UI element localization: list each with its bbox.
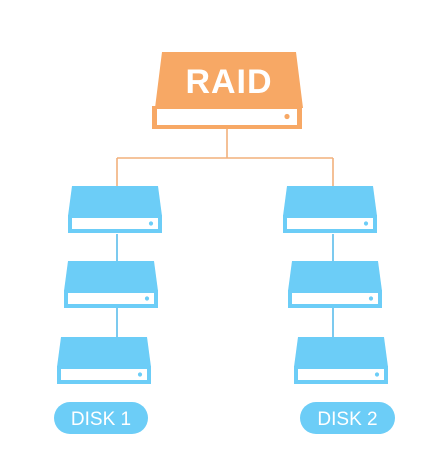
raid-icon-body bbox=[155, 52, 303, 108]
disk-label-pill: DISK 2 bbox=[300, 402, 395, 434]
hard-drive-icon bbox=[283, 186, 377, 233]
drive-slot bbox=[292, 293, 378, 304]
drive-body bbox=[283, 186, 377, 216]
raid-icon-led bbox=[284, 113, 290, 120]
drive-body bbox=[288, 261, 382, 291]
disk-stack-lines bbox=[116, 234, 334, 337]
drive-led bbox=[144, 296, 150, 301]
disk-label-pill-bg bbox=[300, 402, 395, 434]
drive-led bbox=[137, 372, 143, 377]
drive-led bbox=[374, 372, 380, 377]
disk-label: DISK 2 bbox=[317, 409, 377, 430]
raid-connector bbox=[116, 129, 334, 186]
raid-icon-slot bbox=[157, 109, 297, 125]
disk-label: DISK 1 bbox=[71, 409, 131, 430]
drive-slot bbox=[298, 369, 384, 380]
drive-slot bbox=[72, 218, 158, 229]
hard-drive-icon bbox=[288, 261, 382, 308]
drive-body bbox=[64, 261, 158, 291]
disk-stacks bbox=[57, 186, 388, 384]
drive-slot bbox=[68, 293, 154, 304]
drive-body bbox=[294, 337, 388, 367]
raid-label: RAID bbox=[185, 63, 272, 101]
drive-led bbox=[148, 221, 154, 226]
drive-body bbox=[68, 186, 162, 216]
drive-led bbox=[368, 296, 374, 301]
drive-body bbox=[57, 337, 151, 367]
hard-drive-icon bbox=[57, 337, 151, 384]
hard-drive-icon bbox=[68, 186, 162, 233]
disk-label-pill: DISK 1 bbox=[54, 402, 148, 434]
drive-slot bbox=[61, 369, 147, 380]
raid-controller-icon: RAID bbox=[152, 52, 303, 129]
drive-slot bbox=[287, 218, 373, 229]
disk-label-pill-bg bbox=[54, 402, 148, 434]
drive-led bbox=[363, 221, 369, 226]
disk-labels: DISK 1 DISK 2 bbox=[54, 402, 395, 434]
hard-drive-icon bbox=[64, 261, 158, 308]
hard-drive-icon bbox=[294, 337, 388, 384]
